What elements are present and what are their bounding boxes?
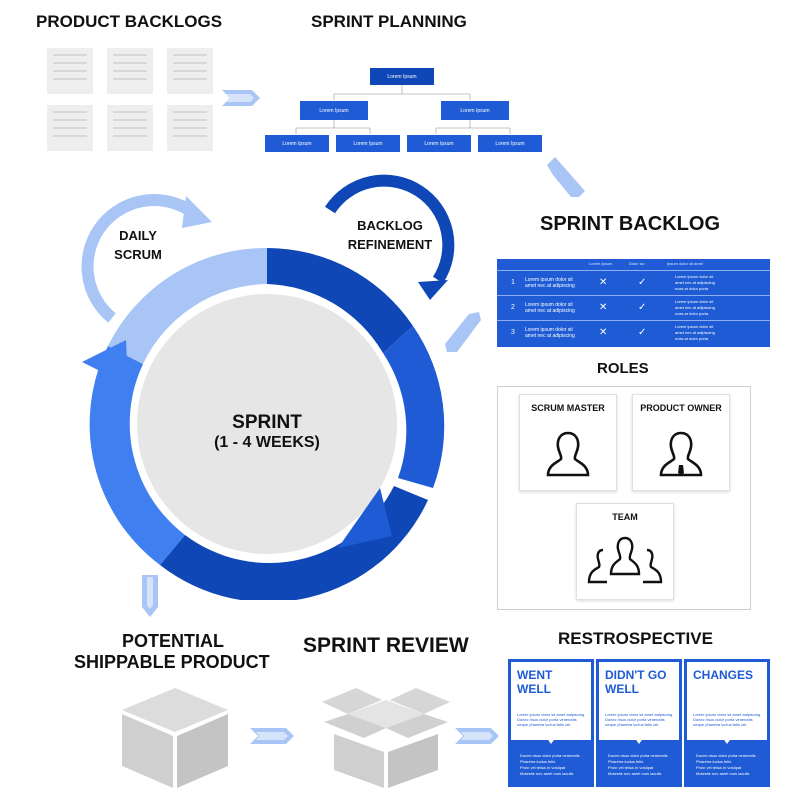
flow-arrow-icon xyxy=(547,157,585,197)
sprint-backlog-heading: SPRINT BACKLOG xyxy=(540,213,720,235)
planning-leaf-box: Lorem Ipsum xyxy=(265,135,329,152)
row-number: 3 xyxy=(511,329,515,336)
planning-mid-box: Lorem Ipsum xyxy=(441,101,509,120)
cross-icon: ✕ xyxy=(599,277,608,288)
ring-segment-light-top xyxy=(108,247,267,364)
ring-arrowhead-right xyxy=(338,488,392,548)
check-icon: ✓ xyxy=(638,302,647,313)
backlog-note xyxy=(107,48,153,94)
row-text: Lorem ipsum dolor sit amet nec at adipis… xyxy=(525,277,575,289)
sprint-planning-heading: SPRINT PLANNING xyxy=(311,12,467,31)
daily-scrum-loop xyxy=(81,194,200,323)
ring-segment-mid-left xyxy=(89,346,185,565)
role-card-scrum-master: SCRUM MASTER xyxy=(519,394,617,491)
retro-card-text: Lorem ipsum dolor sit amet adipiscing. D… xyxy=(605,712,674,727)
flow-arrow-icon xyxy=(445,312,481,352)
sprint-label: SPRINT xyxy=(232,412,302,433)
row-number: 1 xyxy=(511,279,515,286)
sprint-center-disk xyxy=(137,294,397,554)
table-header: Ipsum dolor sit amet xyxy=(667,261,704,266)
ring-segment-dark-top xyxy=(267,248,413,353)
planning-root-box: Lorem Ipsum xyxy=(370,68,434,85)
row-number: 2 xyxy=(511,304,515,311)
backlog-note xyxy=(167,105,213,151)
table-row: 1 Lorem ipsum dolor sit amet nec at adip… xyxy=(497,270,770,295)
table-header: Dolor sic xyxy=(629,261,645,266)
row-text: Lorem ipsum dolor sit amet nec at adipis… xyxy=(525,327,575,339)
cross-icon: ✕ xyxy=(599,302,608,313)
backlog-refinement-label-line1: BACKLOG xyxy=(357,218,423,233)
daily-scrum-label-line2: SCRUM xyxy=(114,247,162,262)
ring-segment-dark-bottom xyxy=(160,486,428,600)
closed-box-icon xyxy=(122,688,228,788)
backlog-note xyxy=(167,48,213,94)
backlog-note xyxy=(47,105,93,151)
retro-card-changes: CHANGES Lorem ipsum dolor sit amet adipi… xyxy=(684,659,770,787)
potential-product-heading-line2: SHIPPABLE PRODUCT xyxy=(74,652,270,672)
retrospective-heading: RESTROSPECTIVE xyxy=(558,629,713,648)
planning-leaf-box: Lorem Ipsum xyxy=(407,135,471,152)
down-arrow-icon xyxy=(722,737,732,744)
sprint-backlog-table: Lorem Ipsum Dolor sic Ipsum dolor sit am… xyxy=(497,259,770,347)
backlog-note xyxy=(107,105,153,151)
table-header: Lorem Ipsum xyxy=(589,261,613,266)
table-row: 3 Lorem ipsum dolor sit amet nec at adip… xyxy=(497,320,770,345)
planning-tree-connectors xyxy=(295,84,511,134)
role-card-team: TEAM xyxy=(576,503,674,600)
potential-product-heading-line1: POTENTIAL xyxy=(122,631,224,651)
flow-arrow-icon xyxy=(250,728,294,744)
cross-icon: ✕ xyxy=(599,327,608,338)
ring-segment-blue-right xyxy=(383,326,445,488)
flow-arrow-icon xyxy=(142,575,158,617)
role-title: PRODUCT OWNER xyxy=(640,403,722,413)
sprint-review-heading: SPRINT REVIEW xyxy=(303,634,469,657)
role-card-product-owner: PRODUCT OWNER xyxy=(632,394,730,491)
flow-arrow-icon xyxy=(455,728,499,744)
team-icon xyxy=(587,536,663,584)
retro-card-text: Lorem ipsum dolor sit amet adipiscing. D… xyxy=(517,712,586,727)
table-row: 2 Lorem ipsum dolor sit amet nec at adip… xyxy=(497,295,770,320)
retro-card-body: CHANGES Lorem ipsum dolor sit amet adipi… xyxy=(687,662,767,740)
row-text: Lorem ipsum dolor sit amet nec at adipis… xyxy=(525,302,575,314)
check-icon: ✓ xyxy=(638,277,647,288)
down-arrow-icon xyxy=(546,737,556,744)
ring-arrowhead-left xyxy=(82,340,128,385)
open-box-icon xyxy=(322,688,450,788)
product-backlogs-heading: PRODUCT BACKLOGS xyxy=(36,12,223,31)
down-arrow-icon xyxy=(634,737,644,744)
roles-panel: SCRUM MASTER PRODUCT OWNER TEAM xyxy=(497,386,751,610)
daily-scrum-label-line1: DAILY xyxy=(119,228,157,243)
planning-leaf-box: Lorem Ipsum xyxy=(336,135,400,152)
flow-arrow-icon xyxy=(222,90,260,106)
planning-leaf-box: Lorem Ipsum xyxy=(478,135,542,152)
roles-heading: ROLES xyxy=(597,360,649,377)
person-with-tie-icon xyxy=(659,431,703,477)
role-title: TEAM xyxy=(612,512,638,522)
backlog-refinement-label-line2: REFINEMENT xyxy=(347,237,433,252)
daily-scrum-arrowhead xyxy=(182,196,212,228)
sprint-duration-label: (1 - 4 WEEKS) xyxy=(214,434,320,451)
refinement-loop xyxy=(324,174,455,284)
role-title: SCRUM MASTER xyxy=(531,403,605,413)
refinement-arrowhead xyxy=(418,280,448,300)
planning-mid-box: Lorem Ipsum xyxy=(300,101,368,120)
person-icon xyxy=(546,431,590,477)
retro-card-title: CHANGES xyxy=(693,668,754,682)
check-icon: ✓ xyxy=(638,327,647,338)
sprint-cycle-diagram xyxy=(81,174,455,600)
backlog-note xyxy=(47,48,93,94)
retro-card-text: Lorem ipsum dolor sit amet adipiscing. D… xyxy=(693,712,762,727)
